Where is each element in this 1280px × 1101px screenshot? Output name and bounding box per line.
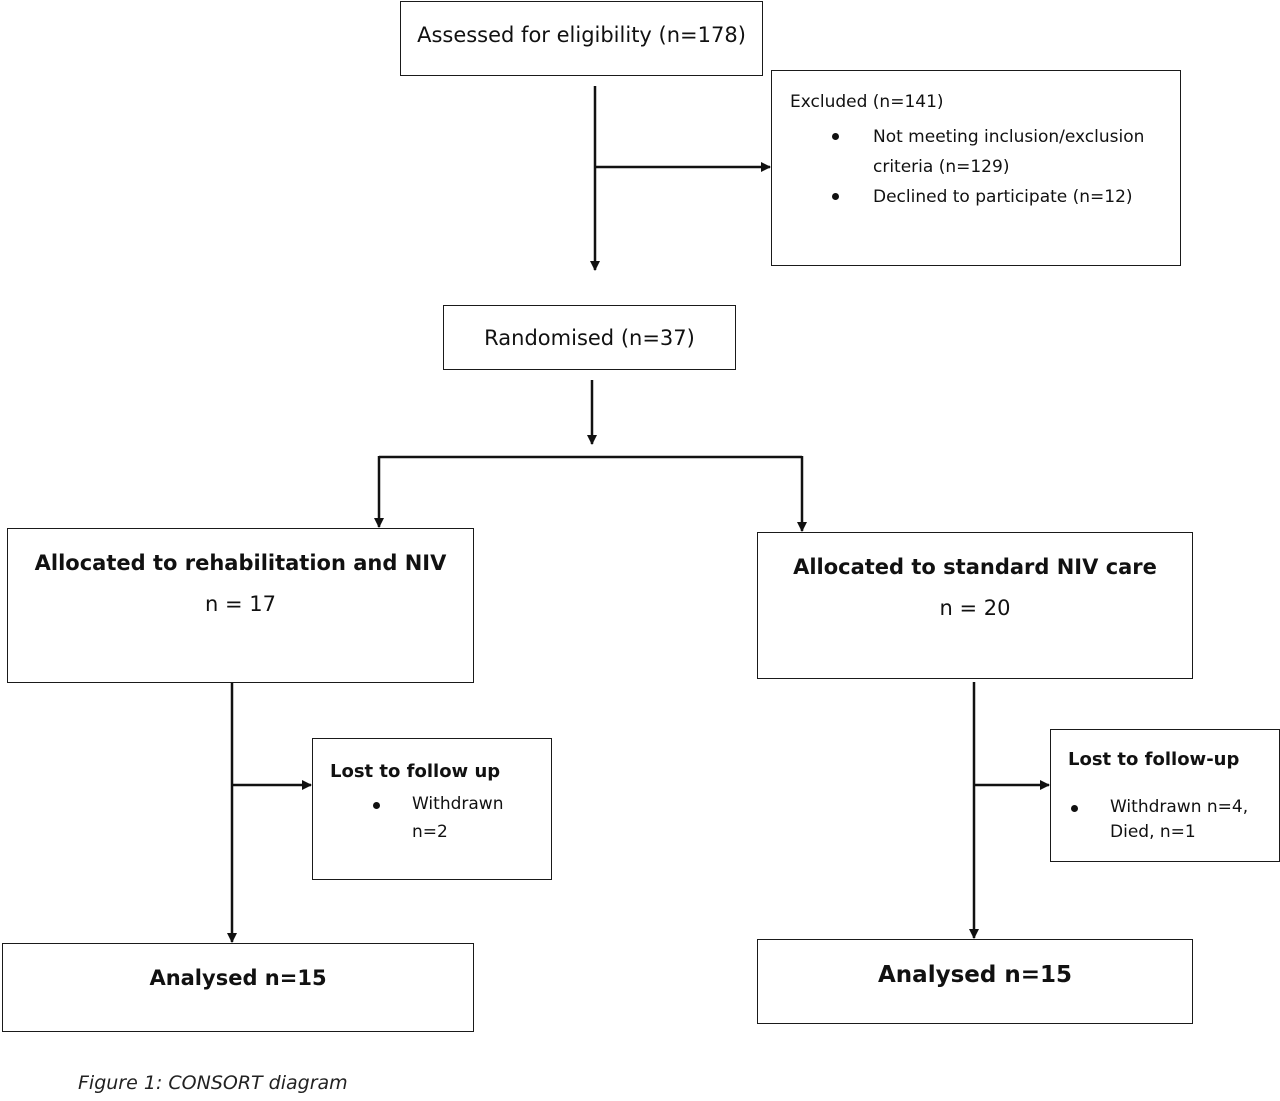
analysed-right-label: Analysed n=15 xyxy=(878,962,1072,988)
allocation-right-box: Allocated to standard NIV care n = 20 xyxy=(757,532,1193,679)
lost-left-box: Lost to follow up Withdrawn n=2 xyxy=(312,738,552,880)
analysed-left-label: Analysed n=15 xyxy=(149,966,327,990)
excluded-item: Not meeting inclusion/exclusion criteria… xyxy=(832,122,1144,182)
assessed-label: Assessed for eligibility (n=178) xyxy=(417,23,746,47)
assessed-box: Assessed for eligibility (n=178) xyxy=(400,1,763,76)
excluded-item: Declined to participate (n=12) xyxy=(832,182,1144,212)
analysed-right-box: Analysed n=15 xyxy=(757,939,1193,1024)
randomised-box: Randomised (n=37) xyxy=(443,305,736,370)
figure-caption: Figure 1: CONSORT diagram xyxy=(78,1072,348,1094)
excluded-item-text: criteria (n=129) xyxy=(873,157,1010,177)
bullet-icon xyxy=(832,193,839,200)
allocation-right-title: Allocated to standard NIV care xyxy=(793,555,1157,579)
lost-right-line2: Died, n=1 xyxy=(1110,822,1196,842)
excluded-heading: Excluded (n=141) xyxy=(790,92,944,112)
lost-left-heading: Lost to follow up xyxy=(330,761,501,782)
bullet-icon xyxy=(1071,805,1078,812)
bullet-icon xyxy=(373,802,380,809)
analysed-left-box: Analysed n=15 xyxy=(2,943,474,1032)
lost-right-box: Lost to follow-up Withdrawn n=4, Died, n… xyxy=(1050,729,1280,862)
excluded-item-text: Declined to participate (n=12) xyxy=(873,187,1133,207)
allocation-left-box: Allocated to rehabilitation and NIV n = … xyxy=(7,528,474,683)
excluded-box: Excluded (n=141) Not meeting inclusion/e… xyxy=(771,70,1181,266)
lost-right-heading: Lost to follow-up xyxy=(1068,749,1240,770)
allocation-right-n: n = 20 xyxy=(939,596,1011,620)
randomised-label: Randomised (n=37) xyxy=(484,326,695,350)
lost-left-line2: n=2 xyxy=(412,822,448,842)
allocation-left-n: n = 17 xyxy=(205,592,276,616)
lost-left-line1: Withdrawn xyxy=(412,794,504,814)
excluded-item-text: Not meeting inclusion/exclusion xyxy=(873,127,1145,147)
bullet-icon xyxy=(832,133,839,140)
lost-right-line1: Withdrawn n=4, xyxy=(1110,797,1249,817)
excluded-list: Not meeting inclusion/exclusion criteria… xyxy=(832,122,1144,212)
allocation-left-title: Allocated to rehabilitation and NIV xyxy=(34,551,447,575)
